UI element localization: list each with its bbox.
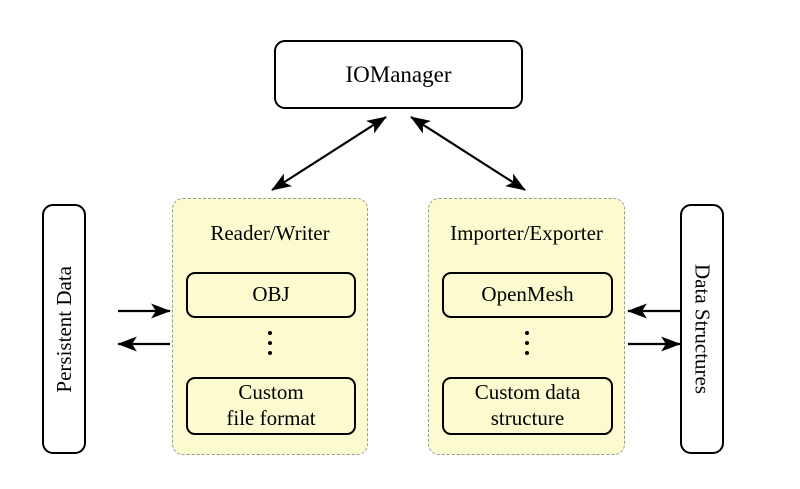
io-manager-label: IOManager bbox=[345, 61, 452, 87]
importer-exporter-panel[interactable]: Importer/Exporter OpenMesh Custom data s… bbox=[428, 198, 625, 455]
persistent-data-label: Persistent Data bbox=[51, 265, 76, 393]
openmesh-node[interactable]: OpenMesh bbox=[442, 272, 613, 318]
dot-icon bbox=[268, 331, 272, 335]
obj-label: OBJ bbox=[252, 282, 290, 307]
reader-writer-panel[interactable]: Reader/Writer OBJ Custom file format bbox=[172, 198, 368, 455]
reader-writer-ellipsis-icon bbox=[173, 325, 367, 361]
io-manager-node[interactable]: IOManager bbox=[274, 40, 523, 109]
custom-file-format-label-line1: Custom bbox=[238, 380, 304, 405]
dot-icon bbox=[524, 351, 529, 355]
custom-data-structure-label-line1: Custom data bbox=[474, 380, 581, 405]
persistent-data-node[interactable]: Persistent Data bbox=[42, 204, 86, 454]
connector-manager-reader-writer bbox=[271, 116, 387, 191]
importer-exporter-ellipsis-icon bbox=[429, 325, 624, 361]
custom-data-structure-node[interactable]: Custom data structure bbox=[442, 377, 613, 435]
importer-exporter-title: Importer/Exporter bbox=[450, 221, 603, 245]
dot-icon bbox=[268, 351, 272, 355]
dot-icon bbox=[524, 341, 529, 345]
data-structures-label: Data Structures bbox=[690, 263, 715, 395]
dot-icon bbox=[524, 331, 529, 335]
openmesh-label: OpenMesh bbox=[481, 282, 574, 307]
custom-file-format-node[interactable]: Custom file format bbox=[186, 377, 356, 435]
data-structures-node[interactable]: Data Structures bbox=[680, 204, 724, 454]
dot-icon bbox=[268, 341, 272, 345]
custom-file-format-label-line2: file format bbox=[226, 406, 316, 430]
connector-manager-importer-exporter bbox=[410, 116, 526, 191]
obj-node[interactable]: OBJ bbox=[186, 272, 356, 318]
reader-writer-title: Reader/Writer bbox=[210, 221, 330, 245]
custom-data-structure-label-line2: structure bbox=[490, 406, 565, 430]
